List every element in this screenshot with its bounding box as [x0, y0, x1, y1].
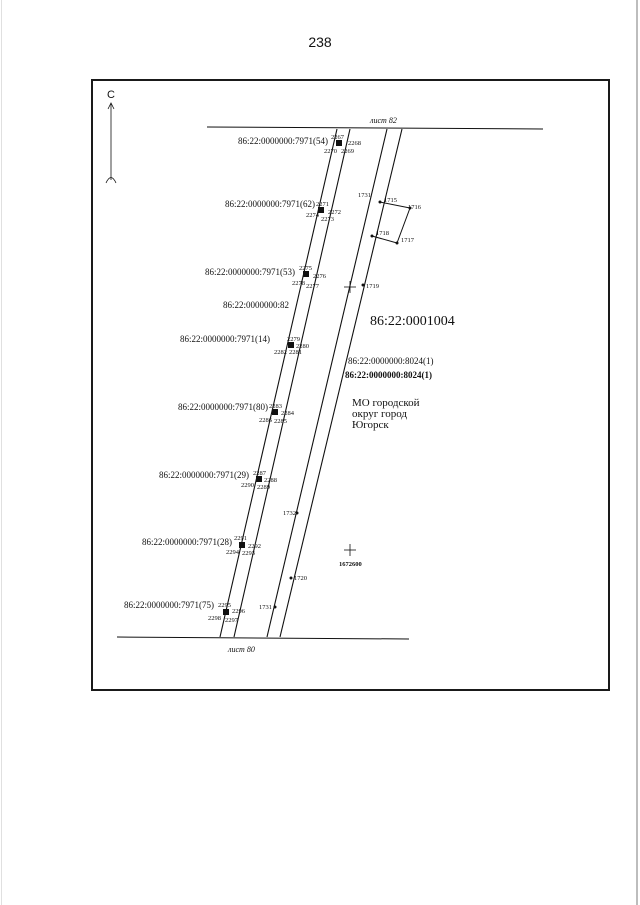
svg-text:2284: 2284 — [281, 410, 295, 417]
boundary-point-markers — [273, 200, 412, 609]
svg-text:2267: 2267 — [331, 134, 345, 141]
north-arrow-icon: С — [105, 89, 117, 184]
quarter-label: 86:22:0001004 — [370, 314, 455, 329]
svg-text:2290: 2290 — [241, 482, 254, 489]
svg-text:2288: 2288 — [264, 477, 277, 484]
parcel-75: 86:22:0000000:7971(75) 2295 2296 2298 22… — [124, 600, 246, 624]
grid-point-label: 1672600 — [339, 561, 362, 568]
svg-text:2279: 2279 — [287, 336, 300, 343]
parcel-80-label: 86:22:0000000:7971(80) — [178, 402, 268, 412]
municipality-line-1: МО городской — [352, 397, 420, 409]
parcel-29-label: 86:22:0000000:7971(29) — [159, 470, 249, 480]
scan-edge-right — [636, 0, 638, 905]
svg-text:2269: 2269 — [341, 148, 354, 155]
svg-text:2276: 2276 — [313, 273, 327, 280]
point-1715: 1715 — [384, 197, 397, 204]
svg-text:2281: 2281 — [289, 349, 302, 356]
point-1718: 1718 — [376, 230, 389, 237]
svg-text:2282: 2282 — [274, 349, 287, 356]
svg-text:2287: 2287 — [253, 470, 267, 477]
parcel-53-label: 86:22:0000000:7971(53) — [205, 267, 295, 277]
parcel-62: 86:22:0000000:7971(62) 2271 2272 2274 22… — [225, 199, 341, 223]
point-1719: 1719 — [366, 283, 379, 290]
parcel-62-label: 86:22:0000000:7971(62) — [225, 199, 315, 209]
svg-text:2270: 2270 — [324, 148, 337, 155]
svg-text:2275: 2275 — [299, 265, 312, 272]
svg-text:2273: 2273 — [321, 216, 334, 223]
sheet-top-label: лист 82 — [369, 116, 397, 125]
sheet-line-top — [206, 126, 544, 130]
svg-text:2283: 2283 — [269, 403, 282, 410]
map-frame — [91, 79, 610, 691]
svg-text:2296: 2296 — [232, 608, 246, 615]
point-1731-bottom: 1731 — [259, 604, 272, 611]
scan-edge-left — [1, 0, 2, 905]
parcel-14-label: 86:22:0000000:7971(14) — [180, 334, 270, 344]
parcel-54: 86:22:0000000:7971(54) 2267 2268 2270 22… — [238, 134, 361, 155]
svg-text:2293: 2293 — [242, 550, 255, 557]
svg-text:2278: 2278 — [292, 280, 305, 287]
svg-text:2291: 2291 — [234, 535, 247, 542]
svg-text:2277: 2277 — [306, 283, 320, 290]
svg-text:2286: 2286 — [259, 417, 273, 424]
grid-cross-icon — [344, 281, 356, 556]
point-1732: 1732 — [283, 510, 296, 517]
sheet-line-bottom — [116, 636, 410, 640]
north-label: С — [107, 89, 115, 101]
sheet-bottom-label: лист 80 — [227, 645, 255, 654]
parcel-80: 86:22:0000000:7971(80) 2283 2284 2286 22… — [178, 402, 295, 425]
svg-text:2271: 2271 — [316, 201, 329, 208]
parcel-28-label: 86:22:0000000:7971(28) — [142, 537, 232, 547]
point-1731-top: 1731 — [358, 192, 371, 199]
corridor-lines — [219, 128, 403, 638]
svg-text:2295: 2295 — [218, 602, 231, 609]
svg-text:2289: 2289 — [257, 484, 270, 491]
point-1716: 1716 — [408, 204, 422, 211]
page-number: 238 — [308, 34, 332, 50]
svg-text:2274: 2274 — [306, 212, 320, 219]
boundary-polyline — [371, 201, 411, 244]
svg-text:2297: 2297 — [225, 617, 239, 624]
svg-text:2294: 2294 — [226, 549, 240, 556]
parcel-54-label: 86:22:0000000:7971(54) — [238, 136, 328, 146]
point-1717: 1717 — [401, 237, 415, 244]
svg-text:2272: 2272 — [328, 209, 341, 216]
svg-text:2298: 2298 — [208, 615, 221, 622]
parcel-8024-label-b: 86:22:0000000:8024(1) — [345, 370, 432, 380]
municipality-line-3: Югорск — [352, 419, 389, 431]
svg-text:2285: 2285 — [274, 418, 287, 425]
svg-text:2292: 2292 — [248, 543, 261, 550]
parcel-28: 86:22:0000000:7971(28) 2291 2292 2294 22… — [142, 535, 261, 557]
parcel-75-label: 86:22:0000000:7971(75) — [124, 600, 214, 610]
district-label: 86:22:0000000:82 — [223, 300, 289, 310]
svg-text:2280: 2280 — [296, 343, 309, 350]
point-1720: 1720 — [294, 575, 307, 582]
parcel-8024-label-a: 86:22:0000000:8024(1) — [348, 356, 434, 366]
svg-text:2268: 2268 — [348, 140, 361, 147]
parcel-29: 86:22:0000000:7971(29) 2287 2288 2290 22… — [159, 470, 277, 491]
parcel-14: 86:22:0000000:7971(14) 2279 2280 2282 22… — [180, 334, 309, 356]
municipality-line-2: округ город — [352, 408, 407, 420]
parcel-53: 86:22:0000000:7971(53) 2275 2276 2278 22… — [205, 265, 327, 290]
